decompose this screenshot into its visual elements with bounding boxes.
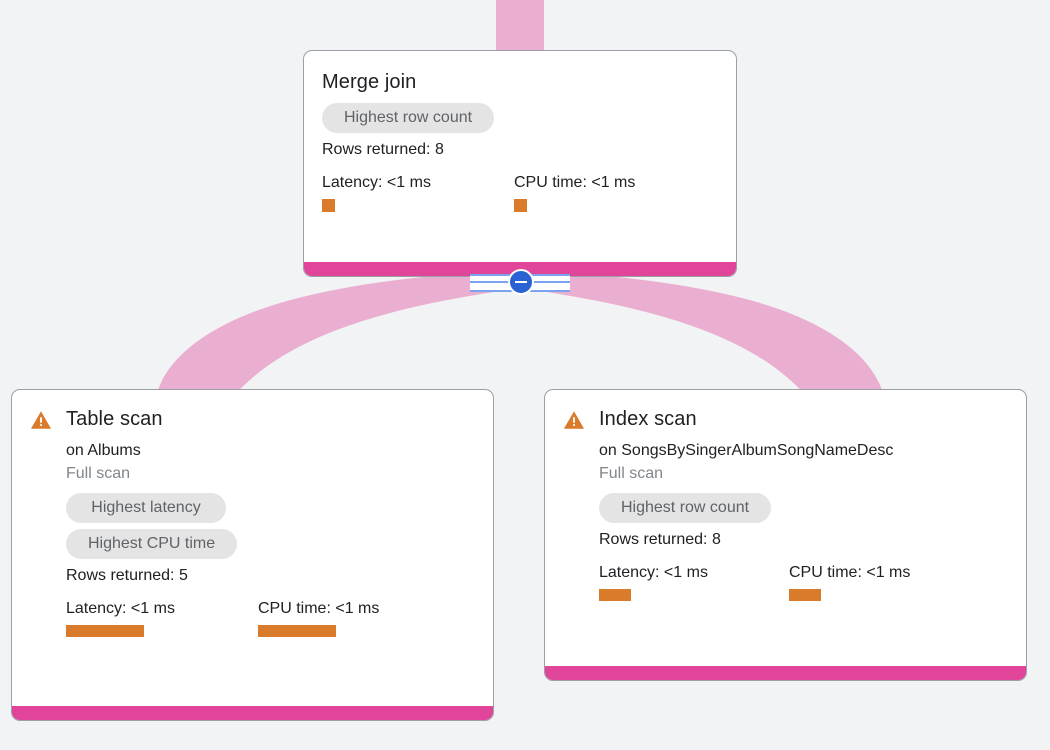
collapse-toggle-button[interactable]	[508, 269, 534, 295]
metric-latency-label: Latency: <1 ms	[322, 174, 431, 191]
node-chips: Highest row count	[599, 493, 1008, 523]
node-title: Table scan	[66, 408, 163, 430]
node-header: Merge join	[322, 69, 718, 95]
node-subtitle: on Albums	[66, 442, 141, 459]
metric-latency-bar	[66, 625, 144, 637]
node-metrics: Latency: <1 ms CPU time: <1 ms	[66, 599, 475, 637]
metric-cpu-time-bar	[258, 625, 336, 637]
metric-cpu-time: CPU time: <1 ms	[514, 173, 635, 212]
node-metrics: Latency: <1 ms CPU time: <1 ms	[599, 563, 1008, 601]
chip-highest-latency[interactable]: Highest latency	[66, 493, 226, 523]
edge-merge-join-to-table-scan	[155, 270, 519, 404]
metric-latency-label: Latency: <1 ms	[66, 600, 175, 617]
chip-highest-cpu-time[interactable]: Highest CPU time	[66, 529, 238, 559]
metric-cpu-time: CPU time: <1 ms	[258, 599, 379, 637]
rows-returned: Rows returned: 5	[66, 567, 188, 584]
node-subtitle: on SongsBySingerAlbumSongNameDesc	[599, 442, 894, 459]
metric-latency-bar	[322, 199, 335, 212]
metric-cpu-time-label: CPU time: <1 ms	[789, 564, 911, 581]
node-title: Merge join	[322, 71, 417, 93]
rows-returned: Rows returned: 8	[599, 531, 721, 548]
warning-triangle-icon	[563, 411, 585, 429]
node-body: Table scan on Albums Full scan Highest l…	[12, 390, 493, 647]
node-metrics: Latency: <1 ms CPU time: <1 ms	[322, 173, 718, 212]
metric-cpu-time-label: CPU time: <1 ms	[258, 600, 380, 617]
node-accent-bar	[12, 706, 493, 720]
metric-cpu-time-bar	[514, 199, 527, 212]
collapse-control	[470, 269, 570, 295]
warning-triangle-icon	[30, 411, 52, 429]
plan-node-table-scan[interactable]: Table scan on Albums Full scan Highest l…	[11, 389, 494, 721]
node-scan-type: Full scan	[599, 465, 664, 482]
chip-highest-row-count[interactable]: Highest row count	[599, 493, 772, 523]
node-scan-type: Full scan	[66, 465, 131, 482]
edge-incoming-merge-join	[496, 0, 544, 52]
metric-cpu-time-bar	[789, 589, 821, 601]
node-body: Index scan on SongsBySingerAlbumSongName…	[545, 390, 1026, 611]
plan-node-index-scan[interactable]: Index scan on SongsBySingerAlbumSongName…	[544, 389, 1027, 681]
edge-merge-join-to-index-scan	[521, 270, 885, 404]
metric-latency: Latency: <1 ms	[322, 173, 514, 212]
metric-cpu-time-label: CPU time: <1 ms	[514, 174, 636, 191]
node-header: Index scan on SongsBySingerAlbumSongName…	[563, 406, 1008, 601]
metric-latency: Latency: <1 ms	[66, 599, 258, 637]
node-accent-bar	[545, 666, 1026, 680]
chip-highest-row-count[interactable]: Highest row count	[322, 103, 495, 133]
rows-returned: Rows returned: 8	[322, 141, 444, 158]
metric-latency-bar	[599, 589, 631, 601]
node-header: Table scan on Albums Full scan Highest l…	[30, 406, 475, 637]
node-title: Index scan	[599, 408, 697, 430]
node-chips: Highest row count	[322, 103, 718, 133]
metric-cpu-time: CPU time: <1 ms	[789, 563, 910, 601]
node-chips: Highest latency Highest CPU time	[66, 493, 475, 559]
metric-latency-label: Latency: <1 ms	[599, 564, 708, 581]
plan-node-merge-join[interactable]: Merge join Highest row count Rows return…	[303, 50, 737, 277]
node-body: Merge join Highest row count Rows return…	[304, 51, 736, 212]
metric-latency: Latency: <1 ms	[599, 563, 789, 601]
